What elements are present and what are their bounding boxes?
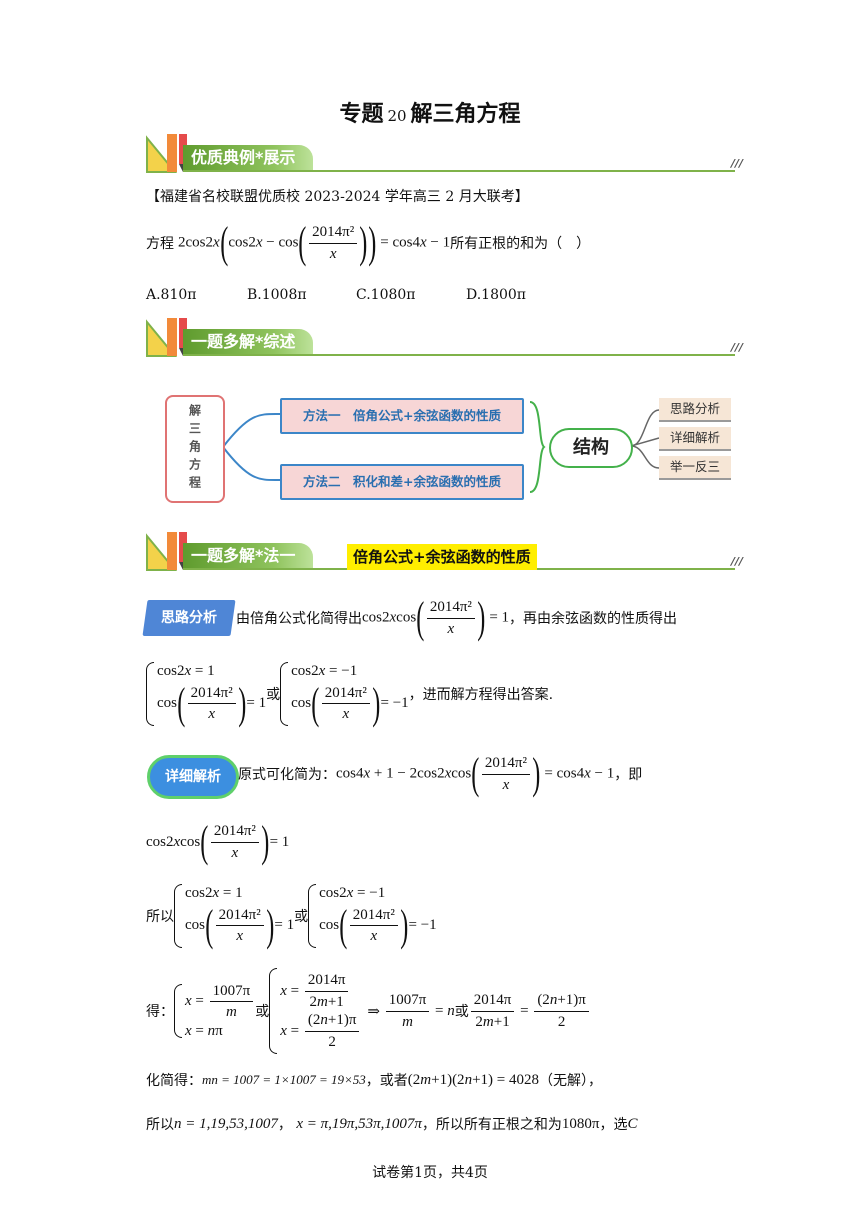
diagram-item-solution: 详细解析 xyxy=(659,427,731,451)
title-prefix: 专题 xyxy=(339,101,384,127)
option-c[interactable]: C.1080π xyxy=(356,287,416,303)
diagram-method-2: 方法二 积化和差+余弦函数的性质 xyxy=(280,464,524,500)
solution-sum: 1080π xyxy=(561,1115,600,1132)
section-title-1: 优质典例*展示 xyxy=(183,145,314,171)
diagram-method-1: 方法一 倍角公式+余弦函数的性质 xyxy=(280,398,524,434)
section-banner-2: 一题多解*综述 /// xyxy=(143,316,743,360)
solution-line-6: 所以 n = 1,19,53,1007 ， x = π,19π,53π,1007… xyxy=(146,1115,638,1134)
solution-get: 得： xyxy=(146,1004,174,1020)
solution-text-a: 原式可化简为： xyxy=(238,767,336,783)
analysis-or: 或 xyxy=(266,687,281,703)
solution-or-3: 或 xyxy=(454,1004,469,1020)
solution-x-values: x = π,19π,53π,1007π xyxy=(296,1115,422,1132)
section-marks: /// xyxy=(730,157,743,170)
analysis-text-b: ，再由余弦函数的性质得出 xyxy=(509,611,678,627)
solution-final-c: ，选 xyxy=(599,1117,628,1133)
section-marks: /// xyxy=(730,341,743,354)
analysis-text-a: 由倍角公式化简得出 xyxy=(236,611,362,627)
option-b[interactable]: B.1008π xyxy=(247,287,307,303)
section-title-3: 一题多解*法一 xyxy=(183,543,314,569)
page-footer: 试卷第1页，共4页 xyxy=(372,1165,488,1181)
solution-choice: C xyxy=(627,1115,638,1132)
diagram-item-analysis: 思路分析 xyxy=(659,398,731,422)
section-title-2: 一题多解*综述 xyxy=(183,329,314,355)
solution-or: 或 xyxy=(294,909,309,925)
solution-or-else: ，或者 xyxy=(365,1073,408,1089)
diagram-topic-box: 解三角方程 xyxy=(165,395,225,503)
structure-diagram: 解三角方程 方法一 倍角公式+余弦函数的性质 方法二 积化和差+余弦函数的性质 … xyxy=(160,392,740,508)
diagram-structure-node: 结构 xyxy=(549,428,633,468)
solution-no-solution: （无解）， xyxy=(538,1073,602,1089)
solution-eq-mn: mn = 1007 = 1×1007 = 19×53 xyxy=(202,1072,366,1087)
solution-final-b: ，所以所有正根之和为 xyxy=(421,1117,562,1133)
analysis-badge: 思路分析 xyxy=(142,600,236,636)
problem-tail: 所有正根的和为（ ） xyxy=(450,236,591,252)
solution-eq-4028: (2m+1)(2n+1) = 4028 xyxy=(407,1071,539,1088)
option-d[interactable]: D.1800π xyxy=(466,287,527,303)
title-number: 20 xyxy=(387,107,407,125)
option-a[interactable]: A.810π xyxy=(146,287,197,303)
problem-source: 【福建省名校联盟优质校 2023-2024 学年高三 2 月大联考】 xyxy=(146,189,529,205)
diagram-connectors xyxy=(222,401,660,493)
section-line xyxy=(183,354,735,356)
section-banner-1: 优质典例*展示 /// xyxy=(143,132,743,176)
section-line xyxy=(183,170,735,172)
solution-or-2: 或 xyxy=(255,1004,270,1020)
section-marks: /// xyxy=(730,555,743,568)
problem-lead: 方程 xyxy=(146,236,174,252)
diagram-item-extension: 举一反三 xyxy=(659,456,731,480)
solution-simplify: 化简得： xyxy=(146,1073,202,1089)
solution-badge: 详细解析 xyxy=(147,755,239,799)
solution-text-b: ，即 xyxy=(614,767,643,783)
solution-so: 所以 xyxy=(146,909,174,925)
method-highlight-tag: 倍角公式+余弦函数的性质 xyxy=(347,544,537,570)
solution-line-5: 化简得： mn = 1007 = 1×1007 = 19×53 ，或者 (2m+… xyxy=(146,1068,602,1092)
solution-n-values: n = 1,19,53,1007 xyxy=(174,1115,278,1132)
title-main: 解三角方程 xyxy=(410,101,521,127)
solution-final-a: 所以 xyxy=(146,1117,174,1133)
analysis-end: ，进而解方程得出答案. xyxy=(408,687,554,703)
